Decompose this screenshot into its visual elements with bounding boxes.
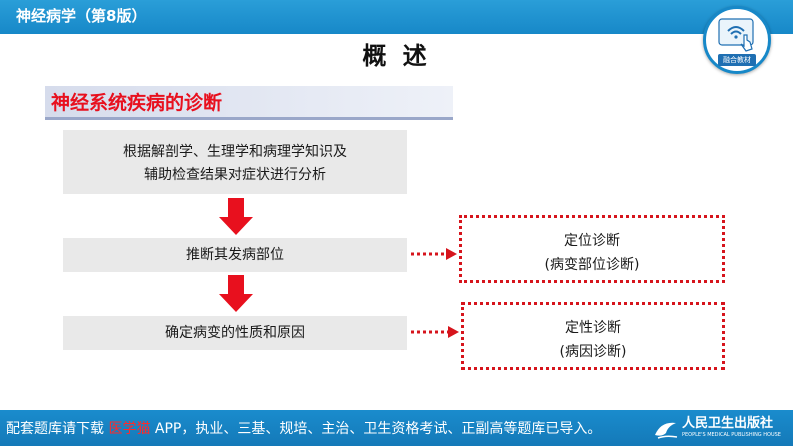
location-diagnosis-subtitle: (病变部位诊断) (544, 257, 640, 273)
publisher-name-cn: 人民卫生出版社 (682, 416, 774, 431)
publisher-name-en: PEOPLE'S MEDICAL PUBLISHING HOUSE (682, 432, 781, 438)
publisher-logo: 人民卫生出版社 PEOPLE'S MEDICAL PUBLISHING HOUS… (652, 415, 787, 443)
flow-step-analysis: 根据解剖学、生理学和病理学知识及 辅助检查结果对症状进行分析 (63, 130, 407, 194)
book-title: 神经病学（第8版） (16, 7, 147, 25)
footer-bar: 配套题库请下载 医学猫 APP，执业、三基、规培、主治、卫生资格考试、正副高等题… (0, 410, 793, 446)
logo-label: 融合教材 (718, 54, 756, 66)
down-arrow-icon (219, 198, 253, 235)
nature-diagnosis-subtitle: (病因诊断) (559, 344, 627, 360)
down-arrow-icon (219, 275, 253, 312)
location-diagnosis-box: 定位诊断 (病变部位诊断) (459, 215, 725, 283)
flow-step-nature: 确定病变的性质和原因 (63, 316, 407, 350)
footer-app-name[interactable]: 医学猫 (108, 421, 151, 437)
wifi-touch-icon (718, 18, 754, 52)
page-title: 概 述 (362, 42, 431, 70)
nature-diagnosis-title: 定性诊断 (565, 320, 621, 336)
publisher-emblem-icon (655, 422, 678, 439)
section-heading-text: 神经系统疾病的诊断 (51, 92, 223, 114)
header-bar: 神经病学（第8版） (0, 0, 793, 34)
section-heading: 神经系统疾病的诊断 (45, 86, 453, 120)
footer-text-after: APP，执业、三基、规培、主治、卫生资格考试、正副高等题库已导入。 (150, 421, 602, 437)
dotted-right-arrow-icon (411, 248, 457, 260)
fusion-textbook-logo[interactable]: 融合教材 (703, 6, 771, 74)
location-diagnosis-title: 定位诊断 (564, 233, 620, 249)
flow-step-location: 推断其发病部位 (63, 238, 407, 272)
flow-step-analysis-line1: 根据解剖学、生理学和病理学知识及 (123, 144, 347, 160)
dotted-right-arrow-icon (411, 326, 459, 338)
footer-text-before: 配套题库请下载 (6, 421, 109, 437)
flow-step-analysis-line2: 辅助检查结果对症状进行分析 (144, 167, 326, 183)
nature-diagnosis-box: 定性诊断 (病因诊断) (461, 302, 725, 370)
footer-text: 配套题库请下载 医学猫 APP，执业、三基、规培、主治、卫生资格考试、正副高等题… (6, 420, 601, 438)
